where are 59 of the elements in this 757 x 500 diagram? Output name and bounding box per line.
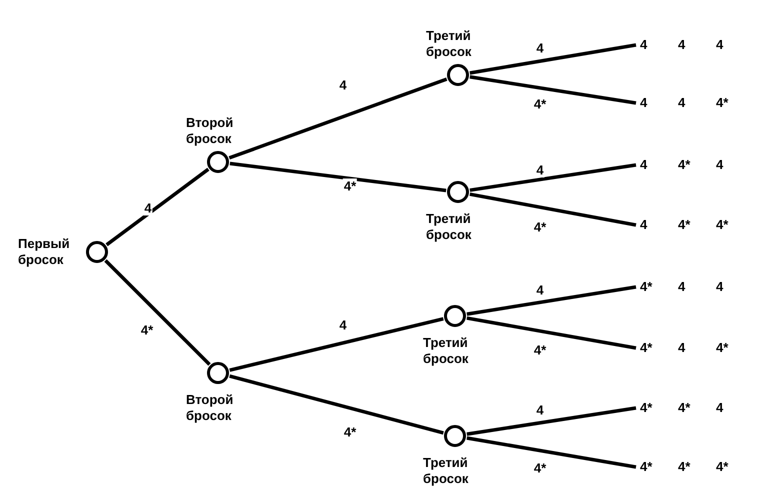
edge-label: 4* bbox=[532, 96, 548, 112]
edge-label: 4 bbox=[535, 40, 545, 56]
outcome-value: 4 bbox=[640, 95, 648, 111]
outcome-value: 4* bbox=[640, 400, 654, 416]
node-label: Третий бросок bbox=[423, 455, 470, 487]
edge-label: 4* bbox=[532, 342, 548, 358]
outcome-value: 4 bbox=[678, 279, 686, 295]
edge-label: 4* bbox=[532, 460, 548, 476]
outcome-value: 4 bbox=[678, 95, 686, 111]
node-label: Второй бросок bbox=[186, 115, 234, 147]
edge-label: 4 bbox=[535, 402, 545, 418]
outcome-value: 4* bbox=[716, 217, 730, 233]
edge-label: 4 bbox=[338, 78, 348, 92]
edge-label: 4* bbox=[342, 424, 358, 440]
outcome-value: 4 bbox=[640, 37, 648, 53]
edge-label: 4* bbox=[342, 178, 358, 194]
outcome-value: 4* bbox=[678, 217, 692, 233]
branch-line bbox=[466, 316, 636, 350]
node-label: Третий бросок bbox=[426, 211, 472, 243]
outcome-value: 4 bbox=[716, 400, 724, 416]
edge-label: 4 bbox=[143, 200, 153, 216]
edge-label: 4 bbox=[338, 318, 348, 332]
outcome-value: 4* bbox=[716, 95, 730, 111]
edge-label: 4* bbox=[532, 220, 548, 234]
outcome-value: 4 bbox=[716, 279, 724, 295]
outcome-value: 4 bbox=[678, 37, 686, 53]
branch-line bbox=[469, 192, 636, 227]
branch-line bbox=[470, 43, 636, 75]
outcome-value: 4 bbox=[678, 340, 686, 356]
branch-line bbox=[229, 374, 444, 435]
branch-line bbox=[228, 77, 448, 160]
outcome-value: 4* bbox=[640, 279, 654, 295]
outcome-value: 4 bbox=[640, 157, 648, 173]
outcome-value: 4* bbox=[716, 459, 730, 475]
branch-line bbox=[470, 75, 636, 105]
outcome-value: 4* bbox=[678, 400, 692, 416]
branch-line bbox=[229, 317, 444, 372]
outcome-value: 4* bbox=[716, 340, 730, 356]
outcome-value: 4 bbox=[716, 37, 724, 53]
branch-line bbox=[466, 436, 636, 469]
branch-line bbox=[466, 406, 636, 436]
branch-line bbox=[104, 259, 211, 366]
branch-line bbox=[106, 168, 210, 246]
edge-label: 4 bbox=[535, 162, 545, 178]
branch-line bbox=[230, 162, 446, 192]
outcome-value: 4 bbox=[716, 157, 724, 173]
node-label: Второй бросок bbox=[186, 392, 234, 424]
edge-label: 4* bbox=[140, 322, 154, 338]
outcome-value: 4* bbox=[640, 340, 654, 356]
node-label: Первый бросок bbox=[18, 236, 71, 268]
outcome-value: 4* bbox=[640, 459, 654, 475]
outcome-value: 4* bbox=[678, 459, 692, 475]
edge-label: 4 bbox=[535, 282, 545, 298]
branch-line bbox=[466, 285, 636, 316]
branch-line bbox=[470, 163, 636, 192]
node-label: Третий бросок bbox=[426, 28, 472, 60]
outcome-value: 4* bbox=[678, 157, 692, 173]
node-label: Третий бросок bbox=[423, 335, 470, 367]
outcome-value: 4 bbox=[640, 217, 648, 233]
